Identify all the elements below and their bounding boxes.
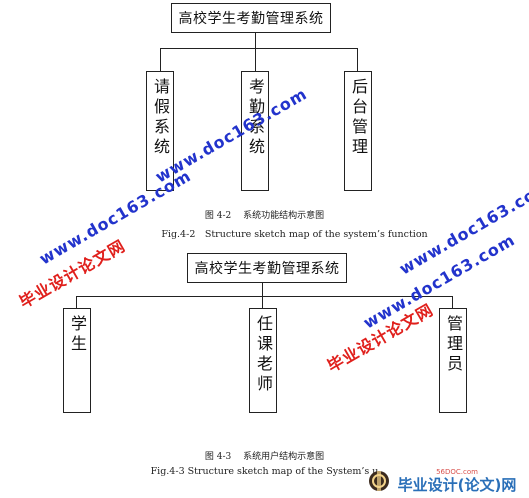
diagram2-branch-line-3 — [452, 296, 453, 308]
diagram2-node-label-3: 管理员 — [444, 315, 463, 375]
diagram1-node-label-1: 请假系统 — [151, 78, 170, 158]
logo-emblem-icon: 56DOC.com 毕业设计(论文)网 — [369, 468, 517, 494]
diagram2-caption-cn: 图 4-3 系统用户结构示意图 — [204, 452, 325, 462]
diagram1-node-attendance-system: 考勤系统 — [241, 71, 269, 191]
diagram1-caption-en: Fig.4-2 Structure sketch map of the syst… — [161, 229, 428, 240]
site-logo: 56DOC.com 毕业设计(论文)网 — [365, 466, 527, 494]
diagram2-branch-bar — [76, 296, 453, 297]
logo-small-text: 56DOC.com — [436, 468, 478, 476]
diagram1-branch-line-1 — [160, 48, 161, 71]
diagram2-node-label-2: 任课老师 — [254, 315, 273, 395]
diagram2-branch-line-2 — [262, 296, 263, 308]
diagram2-root-label: 高校学生考勤管理系统 — [194, 261, 340, 277]
diagram1-root-label: 高校学生考勤管理系统 — [178, 11, 324, 27]
diagram2-root-node: 高校学生考勤管理系统 — [187, 253, 347, 283]
diagram2-trunk-line — [262, 283, 263, 296]
diagram1-node-label-2: 考勤系统 — [246, 78, 265, 158]
watermark-url-2: www.doc163.com — [152, 84, 311, 187]
diagram2-node-student: 学生 — [63, 308, 91, 413]
diagram2-branch-line-1 — [76, 296, 77, 308]
diagram1-trunk-line — [255, 33, 256, 48]
diagram2-caption-en: Fig.4-3 Structure sketch map of the Syst… — [150, 466, 379, 477]
diagram1-root-node: 高校学生考勤管理系统 — [171, 3, 331, 33]
diagram1-branch-bar — [160, 48, 358, 49]
diagram1-node-backend-admin: 后台管理 — [344, 71, 372, 191]
diagram1-node-label-3: 后台管理 — [349, 78, 368, 158]
diagram1-branch-line-2 — [255, 48, 256, 71]
diagram1-branch-line-3 — [357, 48, 358, 71]
diagram1-node-leave-system: 请假系统 — [146, 71, 174, 191]
logo-main-text: 毕业设计(论文)网 — [398, 476, 517, 494]
diagram2-node-teacher: 任课老师 — [249, 308, 277, 413]
diagram1-caption-cn: 图 4-2 系统功能结构示意图 — [204, 211, 325, 221]
diagram2-node-administrator: 管理员 — [439, 308, 467, 413]
diagram2-node-label-1: 学生 — [68, 315, 87, 355]
